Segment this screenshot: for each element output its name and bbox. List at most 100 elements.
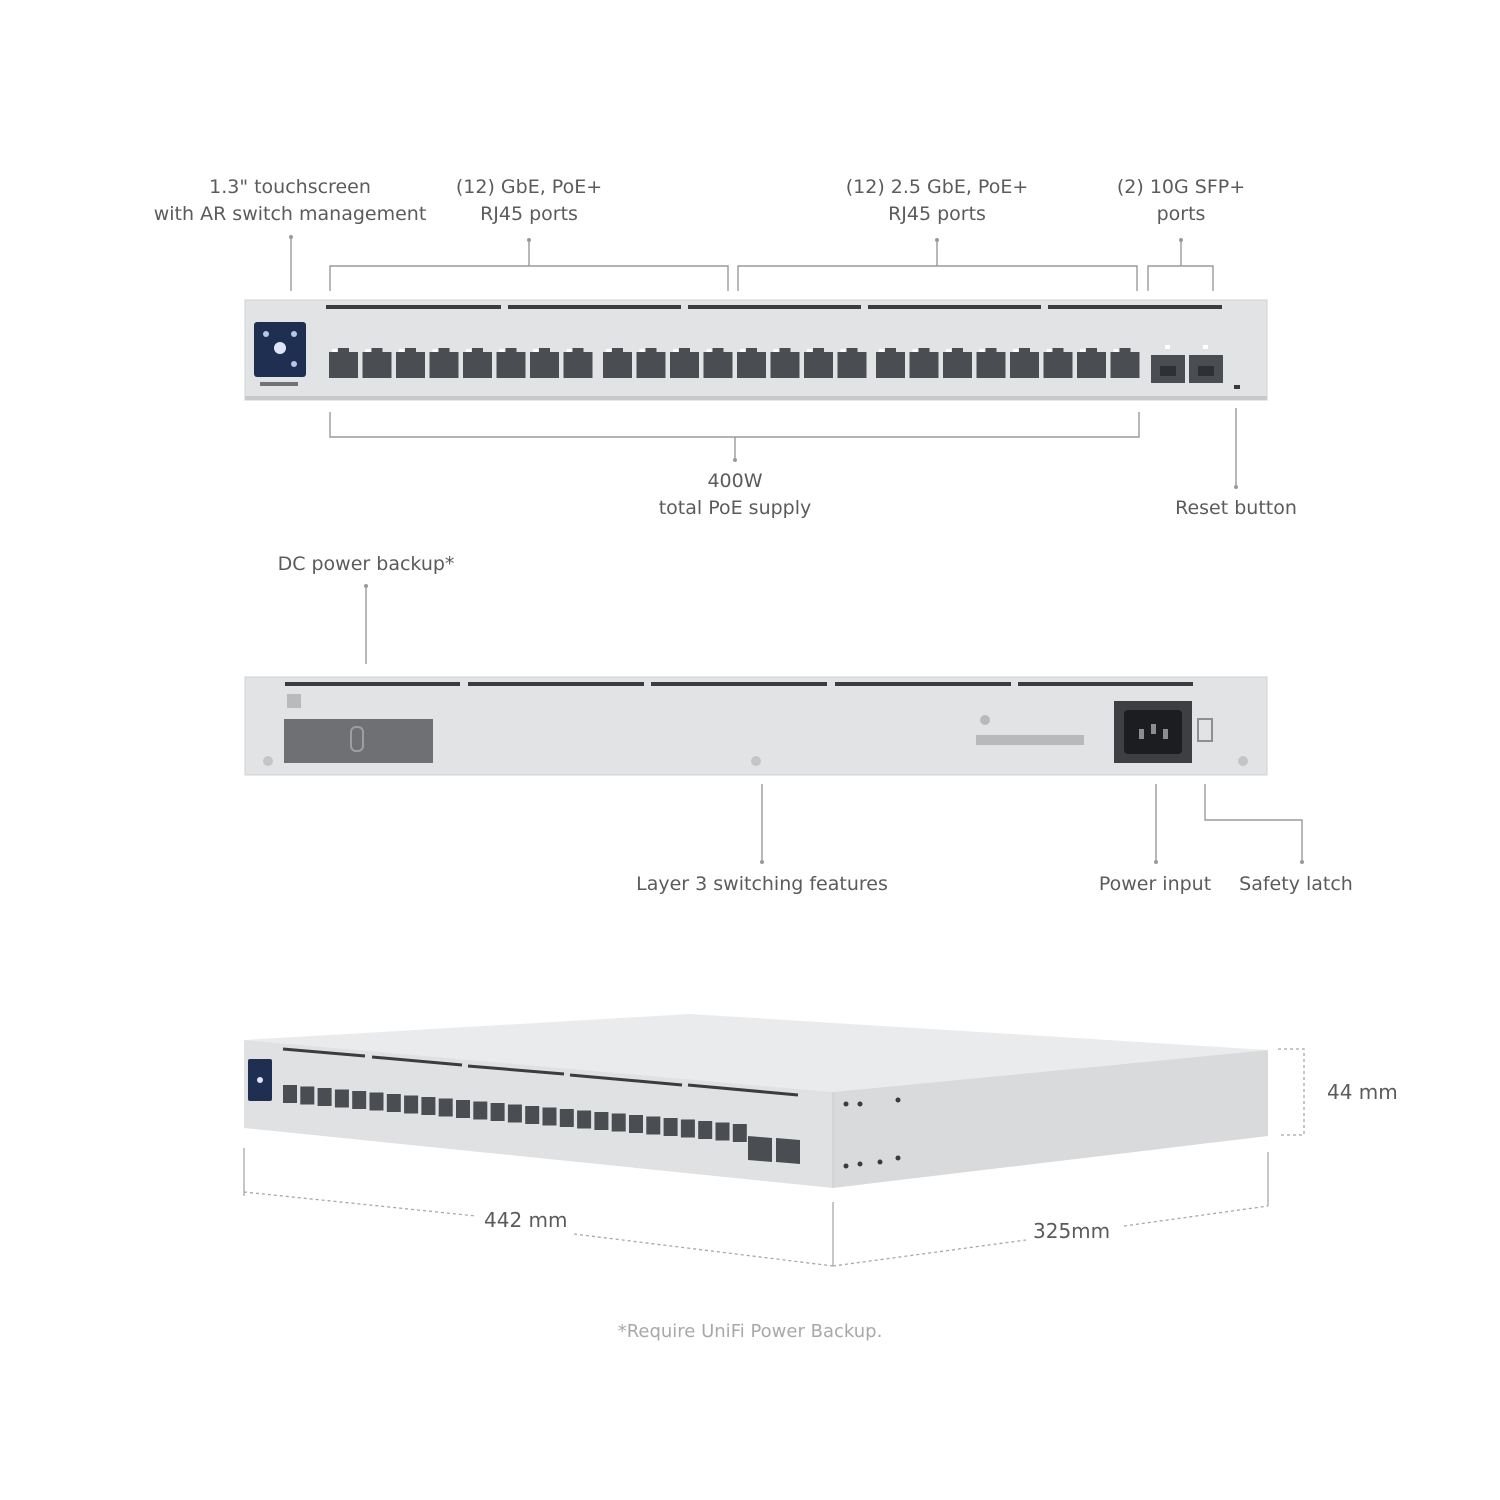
rj45-port-tab xyxy=(1052,348,1064,353)
rj45-port-tab xyxy=(371,348,383,353)
label-25gbe-ports: (12) 2.5 GbE, PoE+RJ45 ports xyxy=(845,176,1029,225)
perspective-rj45-port xyxy=(698,1121,713,1139)
rj45-port-tab xyxy=(813,348,824,353)
perspective-rj45-port xyxy=(300,1086,315,1105)
perspective-rj45-port xyxy=(577,1110,592,1129)
port-led xyxy=(365,349,371,352)
label-layer3: Layer 3 switching features xyxy=(636,873,888,895)
rj45-port-tab xyxy=(952,348,963,353)
port-led xyxy=(879,349,884,352)
perspective-rj45-port xyxy=(317,1088,332,1106)
rj45-port xyxy=(976,352,1006,378)
rj45-port xyxy=(1110,352,1140,378)
label-safety-latch: Safety latch xyxy=(1239,873,1353,895)
rear-view-diagram xyxy=(244,584,1304,864)
perspective-rj45-port xyxy=(473,1101,488,1120)
rj45-port xyxy=(1077,352,1106,378)
rj45-port-tab xyxy=(405,348,416,353)
rj45-port xyxy=(909,352,939,378)
port-led xyxy=(1080,349,1085,352)
perspective-rj45-port xyxy=(334,1089,349,1108)
rj45-port-tab xyxy=(505,348,517,353)
perspective-rj45-port xyxy=(559,1109,574,1127)
port-led xyxy=(499,349,505,352)
port-led xyxy=(807,349,812,352)
perspective-rj45-port xyxy=(369,1092,384,1111)
rj45-port-tab xyxy=(1086,348,1097,353)
switch-side-face xyxy=(833,1050,1268,1188)
perspective-rj45-port xyxy=(663,1118,678,1136)
rj45-port xyxy=(1010,352,1039,378)
perspective-sfp xyxy=(748,1136,800,1164)
switch-top-surface xyxy=(244,1014,1268,1092)
rj45-port xyxy=(670,352,699,378)
perspective-rj45-port xyxy=(646,1116,661,1135)
label-sfp-ports: (2) 10G SFP+ports xyxy=(1116,176,1246,225)
perspective-rj45-port xyxy=(352,1091,367,1109)
rj45-port-tab xyxy=(918,348,930,353)
port-led xyxy=(706,349,712,352)
rj45-port xyxy=(1043,352,1073,378)
port-led xyxy=(673,349,678,352)
rj45-port-tab xyxy=(438,348,450,353)
port-led xyxy=(1013,349,1018,352)
label-reset-button: Reset button xyxy=(1175,497,1297,519)
rj45-port xyxy=(943,352,972,378)
port-led xyxy=(979,349,985,352)
port-led xyxy=(606,349,611,352)
perspective-rj45-port xyxy=(456,1100,470,1118)
rj45-port-tab xyxy=(885,348,896,353)
rj45-port xyxy=(804,352,833,378)
port-led xyxy=(466,349,471,352)
label-power-input: Power input xyxy=(1098,873,1212,895)
power-inlet xyxy=(1114,701,1192,763)
perspective-rj45-port xyxy=(542,1107,557,1126)
port-led xyxy=(639,349,645,352)
rj45-port-tab xyxy=(985,348,997,353)
perspective-view-diagram xyxy=(243,1014,1305,1267)
perspective-rj45-port xyxy=(611,1113,626,1132)
perspective-rj45-port xyxy=(525,1106,540,1124)
rj45-port-tab xyxy=(1019,348,1030,353)
rj45-port-tab xyxy=(779,348,791,353)
safety-latch xyxy=(1197,718,1213,742)
rj45-port xyxy=(703,352,733,378)
rj45-port-tab xyxy=(679,348,690,353)
perspective-rj45-port xyxy=(404,1095,419,1114)
rear-vent-slots xyxy=(285,682,1193,686)
perspective-rj45-port xyxy=(594,1112,609,1130)
rj45-port xyxy=(603,352,632,378)
port-led xyxy=(566,349,572,352)
perspective-rj45-port xyxy=(421,1097,436,1115)
front-view-diagram xyxy=(244,235,1268,489)
rj45-port xyxy=(563,352,593,378)
rj45-port xyxy=(396,352,425,378)
rj45-port xyxy=(463,352,492,378)
perspective-rj45-port xyxy=(490,1103,505,1121)
rj45-port-tab xyxy=(645,348,657,353)
label-dc-power-backup: DC power backup* xyxy=(277,553,455,575)
rj45-port-tab xyxy=(472,348,483,353)
front-vent-slots xyxy=(326,305,1222,309)
dimension-width: 442 mm xyxy=(484,1208,568,1232)
port-led xyxy=(1113,349,1119,352)
perspective-rj45-port xyxy=(629,1115,643,1133)
perspective-rj45-port xyxy=(732,1124,747,1142)
perspective-rj45-port xyxy=(386,1094,401,1112)
rj45-port xyxy=(496,352,526,378)
regulatory-marks xyxy=(976,715,1084,745)
label-gbe-ports: (12) GbE, PoE+RJ45 ports xyxy=(455,176,603,225)
reset-button-hole xyxy=(1234,385,1240,389)
rj45-port xyxy=(837,352,867,378)
rj45-port-tab xyxy=(712,348,724,353)
perspective-rj45-port xyxy=(715,1122,730,1141)
rj45-port-tab xyxy=(572,348,584,353)
rj45-port xyxy=(429,352,459,378)
rj45-port xyxy=(362,352,392,378)
rj45-port xyxy=(876,352,905,378)
port-led xyxy=(399,349,404,352)
rj45-port xyxy=(329,352,358,378)
rj45-ports-25gbe xyxy=(737,348,1140,378)
